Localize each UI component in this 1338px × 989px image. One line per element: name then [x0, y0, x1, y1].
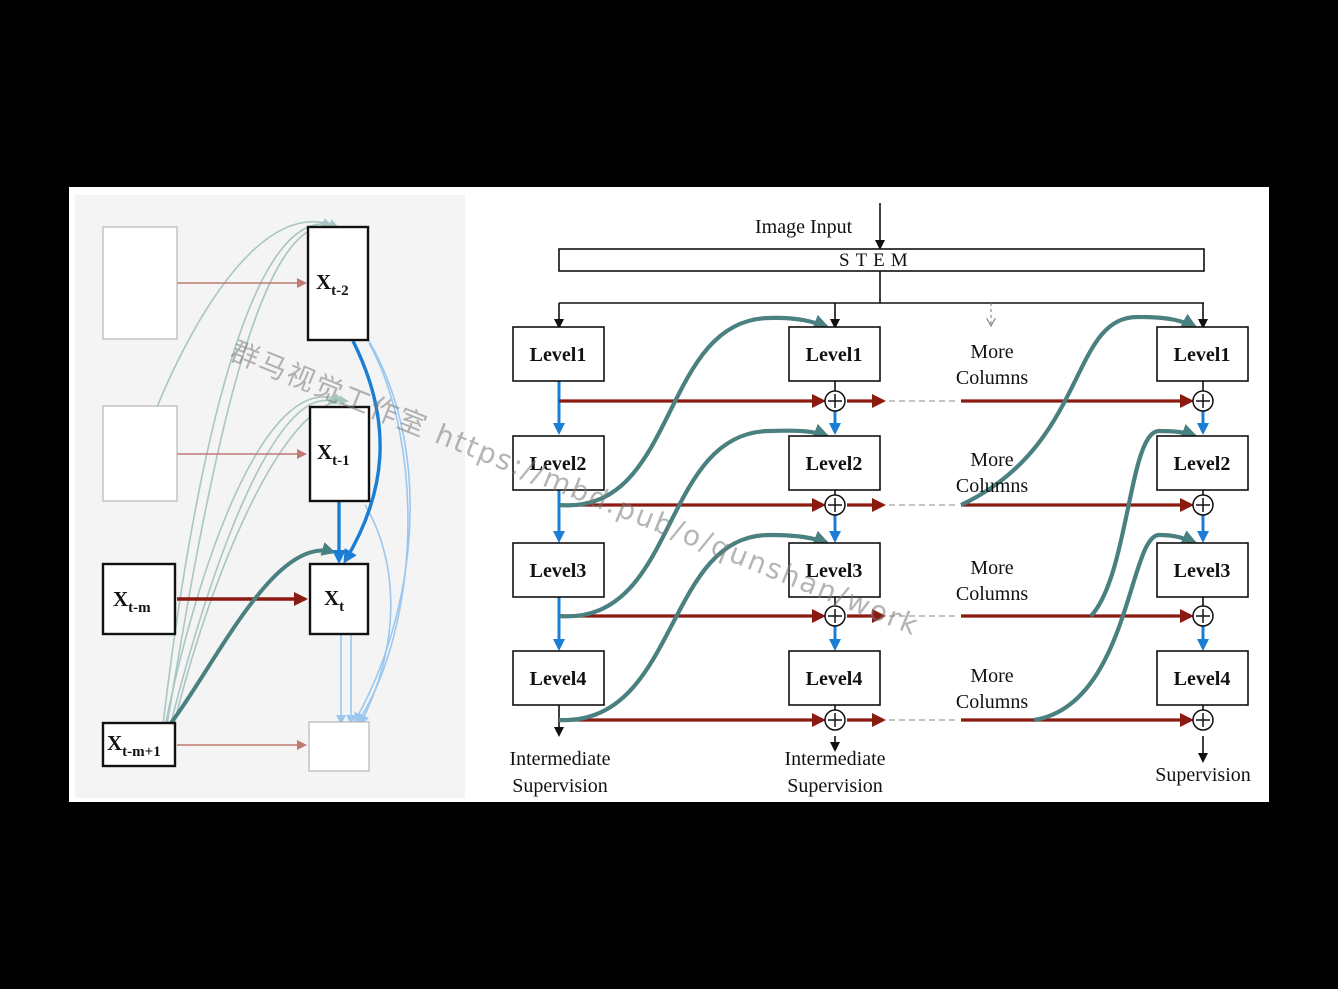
more-columns-labels: More Columns More Columns More Columns M…	[956, 341, 1028, 713]
svg-text:Xt: Xt	[324, 586, 344, 615]
right-diagram-svg: Image Input STEM	[509, 203, 1251, 797]
stem-label: STEM	[839, 250, 914, 271]
svg-text:Columns: Columns	[956, 691, 1028, 713]
level-label: Level4	[806, 668, 863, 690]
strong-blue-edges	[332, 340, 382, 564]
figure: Xt-2 Xt-1 Xt-m Xt Xt-m+1	[69, 187, 1269, 802]
red-edges	[177, 278, 308, 750]
svg-text:More: More	[970, 557, 1013, 579]
level-label: Level4	[530, 668, 587, 690]
level-box	[788, 542, 881, 598]
level-box	[788, 326, 881, 382]
level-label: Level4	[1174, 668, 1231, 690]
final-supervision: Supervision	[1155, 764, 1251, 786]
level-box	[1156, 326, 1249, 382]
level-label: Level2	[1174, 453, 1231, 475]
left-diagram-svg: Xt-2 Xt-1 Xt-m Xt Xt-m+1	[101, 218, 411, 772]
level-label: Level1	[530, 344, 587, 366]
level-box	[1156, 435, 1249, 491]
level-box	[1156, 650, 1249, 706]
column-2: Level1 Level2 Level3 Level4	[788, 326, 881, 706]
image-input-label: Image Input	[755, 216, 853, 238]
stem-distribution	[554, 271, 1208, 329]
level-box	[512, 650, 605, 706]
svg-text:More: More	[970, 449, 1013, 471]
node-x-t-m: Xt-m	[101, 562, 177, 636]
svg-text:Xt-m+1: Xt-m+1	[107, 731, 161, 760]
level-label: Level2	[530, 453, 587, 475]
sum-nodes	[824, 390, 1214, 731]
left-panel-dense-connection-diagram: Xt-2 Xt-1 Xt-m Xt Xt-m+1	[75, 195, 465, 798]
svg-text:Columns: Columns	[956, 583, 1028, 605]
node-x-t: Xt	[308, 562, 370, 636]
node-x-t-m-plus-1: Xt-m+1	[101, 721, 177, 768]
teal-cross-column-edges	[558, 313, 1198, 723]
level-box	[512, 326, 605, 382]
empty-node-top	[102, 226, 178, 340]
column-final: Level1 Level2 Level3 Level4	[1156, 326, 1249, 706]
empty-node-middle	[102, 405, 178, 502]
svg-text:More: More	[970, 665, 1013, 687]
svg-text:Xt-m: Xt-m	[113, 587, 151, 616]
intermediate-supervision-2-line2: Supervision	[787, 775, 883, 797]
svg-text:Xt-2: Xt-2	[316, 270, 349, 299]
level-label: Level2	[806, 453, 863, 475]
node-x-t-1: Xt-1	[308, 405, 371, 503]
level-box	[788, 650, 881, 706]
level-label: Level1	[1174, 344, 1231, 366]
intermediate-supervision-1-line1: Intermediate	[509, 748, 610, 770]
level-label: Level1	[806, 344, 863, 366]
stem-box	[558, 248, 1205, 272]
level-label: Level3	[1174, 560, 1231, 582]
level-box	[512, 542, 605, 598]
empty-node-bottom	[308, 721, 370, 772]
intermediate-supervision-2-line1: Intermediate	[784, 748, 885, 770]
svg-text:Columns: Columns	[956, 475, 1028, 497]
svg-text:More: More	[970, 341, 1013, 363]
light-blue-edges	[336, 340, 411, 725]
red-horizontal-flows	[559, 394, 1194, 727]
supervision-labels: Intermediate Supervision Intermediate Su…	[509, 748, 1250, 797]
level-box	[788, 435, 881, 491]
intermediate-supervision-1-line2: Supervision	[512, 775, 608, 797]
column-1: Level1 Level2 Level3 Level4	[512, 326, 605, 706]
blue-vertical-arrows	[553, 381, 1209, 651]
strong-teal-edge	[169, 542, 336, 725]
svg-text:Xt-1: Xt-1	[317, 440, 350, 469]
right-panel-column-network-diagram: Image Input STEM	[479, 195, 1265, 798]
svg-text:Columns: Columns	[956, 367, 1028, 389]
level-box	[1156, 542, 1249, 598]
level-label: Level3	[530, 560, 587, 582]
sum-node-plus-signs	[828, 394, 1210, 727]
node-x-t-2: Xt-2	[306, 225, 370, 342]
level-box	[512, 435, 605, 491]
level-label: Level3	[806, 560, 863, 582]
